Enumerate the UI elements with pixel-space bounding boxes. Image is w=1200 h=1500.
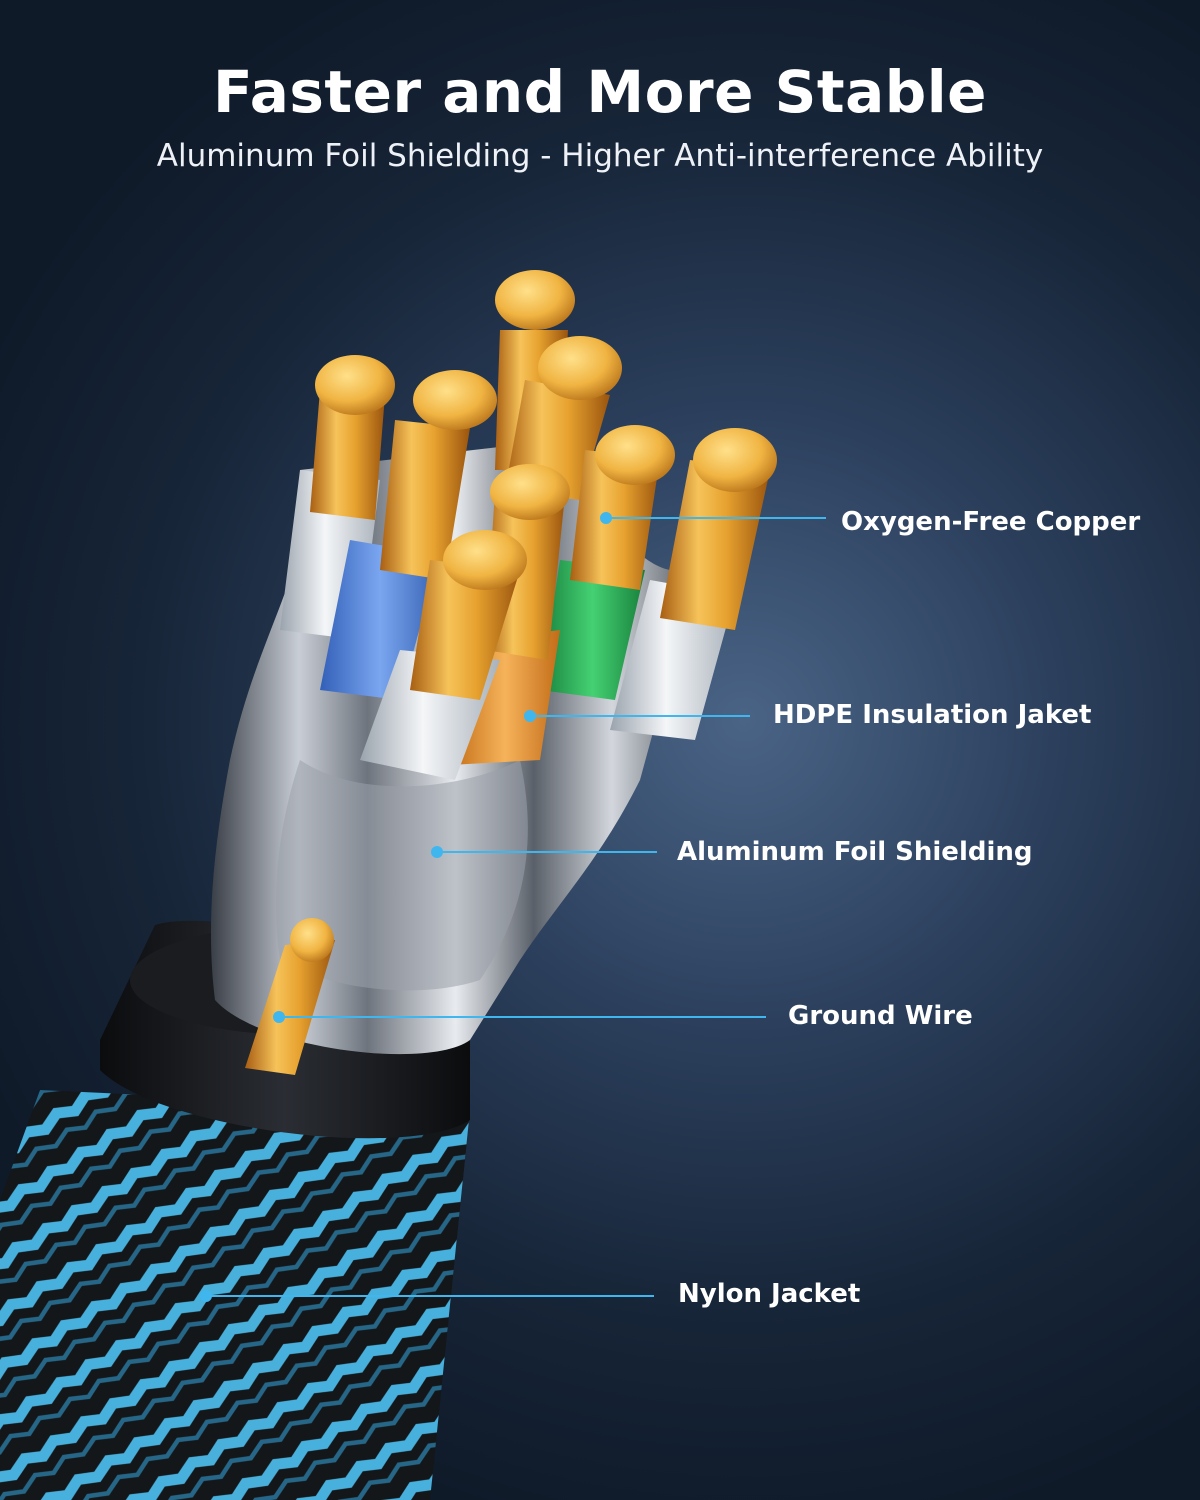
- conductor-white-front: [360, 530, 527, 780]
- callout-label-oxygen-free-copper: Oxygen-Free Copper: [841, 507, 1141, 537]
- callout-line-ground: [273, 1011, 766, 1023]
- conductor-white-right: [610, 428, 777, 740]
- ground-wire-shape: [245, 918, 335, 1075]
- callout-line-foil: [431, 846, 657, 858]
- callout-label-ground-wire: Ground Wire: [788, 1001, 973, 1031]
- page-title: Faster and More Stable: [213, 58, 987, 126]
- callout-line-copper: [600, 512, 826, 524]
- callout-line-insulation: [524, 710, 750, 722]
- callout-line-nylon: [200, 1290, 654, 1302]
- callout-label-hdpe-insulation-jacket: HDPE Insulation Jaket: [773, 700, 1092, 730]
- page-subtitle: Aluminum Foil Shielding - Higher Anti-in…: [156, 138, 1044, 174]
- callout-label-nylon-jacket: Nylon Jacket: [678, 1279, 861, 1309]
- conductor-green: [540, 425, 675, 700]
- callout-label-aluminum-foil-shielding: Aluminum Foil Shielding: [677, 837, 1033, 867]
